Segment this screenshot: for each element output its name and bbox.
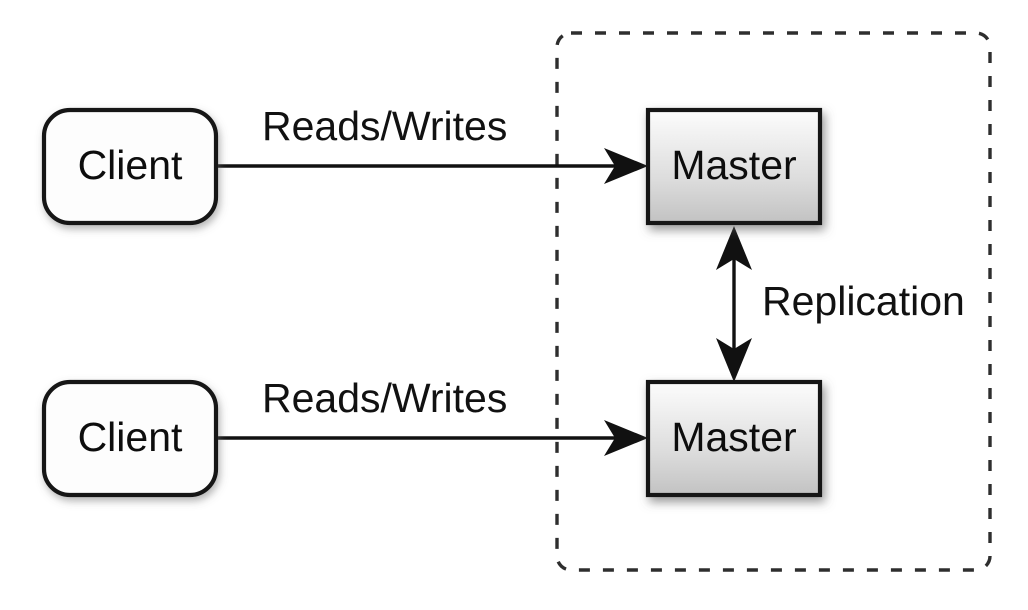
edge-label-reads-writes-bottom: Reads/Writes <box>262 375 507 421</box>
client-bottom-shape[interactable] <box>41 379 219 498</box>
master-bottom-shape[interactable] <box>645 379 823 498</box>
client-top-shape[interactable] <box>41 107 219 226</box>
master-bottom-label: Master <box>671 414 796 460</box>
arrow-head-replication-up <box>716 226 752 270</box>
client-top-label: Client <box>78 142 183 188</box>
node-client-top[interactable] <box>41 107 219 226</box>
node-master-top[interactable] <box>645 107 823 226</box>
edge-label-reads-writes-top: Reads/Writes <box>262 103 507 149</box>
edge-reads-writes-top <box>216 148 648 184</box>
replication-cluster-boundary <box>555 31 992 572</box>
edge-reads-writes-bottom <box>216 420 648 456</box>
edge-replication <box>716 226 752 382</box>
edge-label-replication: Replication <box>762 278 965 324</box>
node-master-bottom[interactable] <box>645 379 823 498</box>
arrow-head-bottom <box>604 420 648 456</box>
master-top-shape[interactable] <box>645 107 823 226</box>
arrow-head-top <box>604 148 648 184</box>
master-top-label: Master <box>671 142 796 188</box>
arrow-head-replication-down <box>716 338 752 382</box>
client-bottom-label: Client <box>78 414 183 460</box>
node-client-bottom[interactable] <box>41 379 219 498</box>
